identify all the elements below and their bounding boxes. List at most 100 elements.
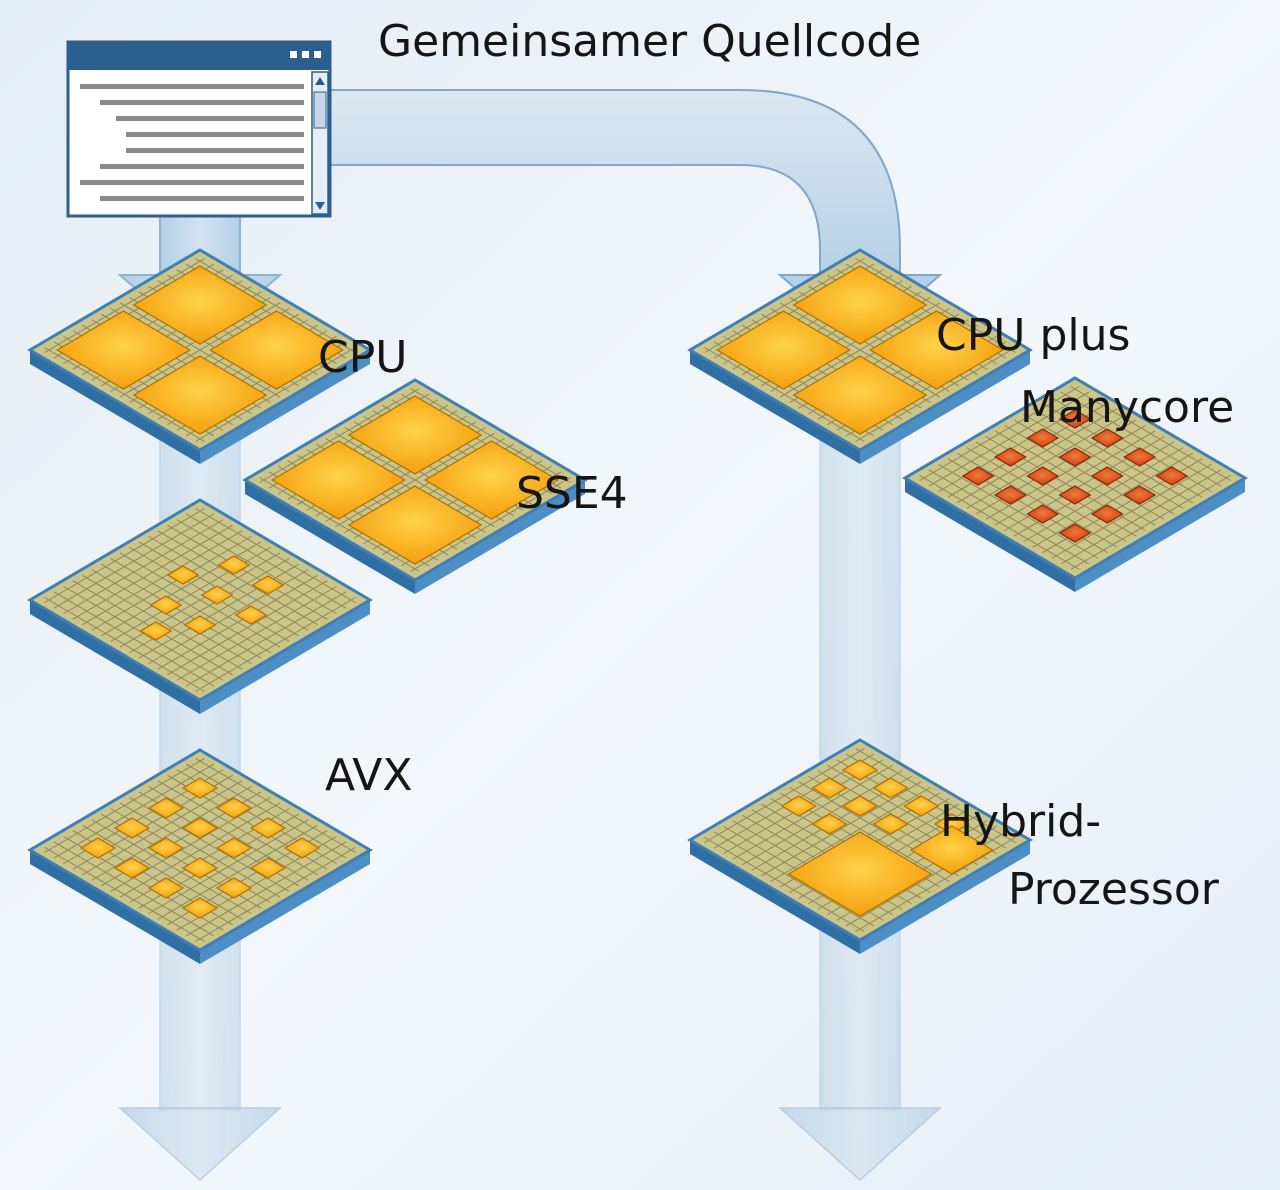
avx-chip — [27, 498, 373, 714]
processor-core — [424, 440, 559, 520]
dense-core-chip — [27, 748, 373, 964]
chip-side — [200, 350, 370, 464]
manycore-label: Manycore — [1020, 382, 1234, 433]
chip-side — [860, 350, 1030, 464]
cpu-plus-chip — [687, 248, 1033, 464]
manycore-core — [1123, 485, 1157, 505]
manycore-core — [1058, 523, 1092, 543]
chip-side — [30, 600, 200, 714]
processor-core — [841, 795, 879, 817]
manycore-core — [961, 466, 995, 486]
processor-core — [283, 837, 321, 859]
processor-core — [251, 575, 285, 595]
processor-core — [780, 795, 817, 817]
processor-core — [217, 555, 251, 575]
manycore-core — [1026, 466, 1060, 486]
processor-core — [113, 857, 151, 879]
manycore-chip — [902, 376, 1248, 592]
processor-core — [209, 310, 344, 390]
chip-side — [30, 350, 200, 464]
left-flow-arrow — [117, 214, 283, 1182]
processor-core — [872, 777, 909, 799]
manycore-core — [1155, 466, 1189, 486]
processor-core — [909, 825, 994, 875]
cpu-plus-label: CPU plus — [936, 310, 1130, 361]
manycore-core — [1026, 428, 1060, 448]
processor-core — [200, 585, 234, 605]
processor-core — [872, 813, 909, 835]
scroll-up-icon — [315, 77, 325, 85]
processor-core — [903, 795, 940, 817]
window-button-icon — [302, 51, 309, 58]
processor-core — [181, 897, 219, 919]
source-code-label: Gemeinsamer Quellcode — [378, 16, 921, 67]
processor-core — [215, 877, 253, 899]
chip-layer — [27, 248, 1248, 964]
processor-core — [792, 355, 928, 435]
sse4-label: SSE4 — [516, 468, 628, 519]
chip-side — [200, 850, 370, 964]
processor-core — [249, 857, 287, 879]
processor-core — [132, 355, 268, 435]
chip-side — [415, 480, 585, 594]
processor-core — [347, 395, 483, 475]
window-button-icon — [290, 51, 297, 58]
processor-core — [841, 759, 879, 781]
processor-core — [215, 797, 253, 819]
manycore-core — [993, 485, 1027, 505]
processor-core — [132, 265, 268, 345]
processor-core — [166, 565, 200, 585]
processor-core — [181, 777, 219, 799]
chip-side — [690, 840, 860, 954]
scroll-down-icon — [315, 202, 325, 210]
processor-core — [249, 817, 287, 839]
processor-core — [181, 857, 219, 879]
processor-label: Prozessor — [1008, 864, 1220, 915]
avx-label: AVX — [325, 750, 413, 801]
processor-core — [716, 310, 851, 390]
manycore-core — [1090, 466, 1124, 486]
chip-side — [1075, 478, 1245, 592]
manycore-core — [1123, 447, 1157, 467]
manycore-core — [1090, 504, 1124, 524]
processor-core — [56, 310, 191, 390]
scrollbar-thumb — [313, 91, 327, 129]
chip-side — [200, 600, 370, 714]
hybrid-processor-chip — [687, 738, 1033, 954]
processor-core — [113, 817, 151, 839]
chip-side — [905, 478, 1075, 592]
processor-core — [811, 777, 848, 799]
cpu-label: CPU — [318, 332, 407, 383]
processor-core — [869, 310, 1004, 390]
manycore-core — [1026, 504, 1060, 524]
processor-core — [147, 837, 185, 859]
processor-core — [792, 265, 928, 345]
sse4-chip — [242, 378, 588, 594]
processor-core — [139, 621, 173, 641]
chip-side — [690, 350, 860, 464]
processor-core — [215, 837, 253, 859]
processor-core — [181, 817, 219, 839]
code-lines — [80, 84, 304, 201]
processor-core — [234, 605, 268, 625]
manycore-core — [993, 447, 1027, 467]
processor-core — [347, 485, 483, 565]
processor-core — [271, 440, 406, 520]
manycore-core — [1058, 447, 1092, 467]
manycore-core — [1058, 485, 1092, 505]
chip-side — [245, 480, 415, 594]
processor-core — [183, 615, 217, 635]
processor-core — [811, 813, 848, 835]
processor-core — [147, 797, 185, 819]
source-code-window — [66, 40, 332, 218]
hybrid-label: Hybrid- — [940, 796, 1101, 847]
cpu-chip — [27, 248, 373, 464]
manycore-core — [1090, 428, 1124, 448]
chip-side — [30, 850, 200, 964]
manycore-core — [1058, 409, 1092, 429]
chip-grid — [44, 508, 356, 692]
processor-core — [79, 837, 117, 859]
window-button-icon — [314, 51, 321, 58]
processor-core — [787, 831, 933, 917]
processor-core — [147, 877, 185, 899]
